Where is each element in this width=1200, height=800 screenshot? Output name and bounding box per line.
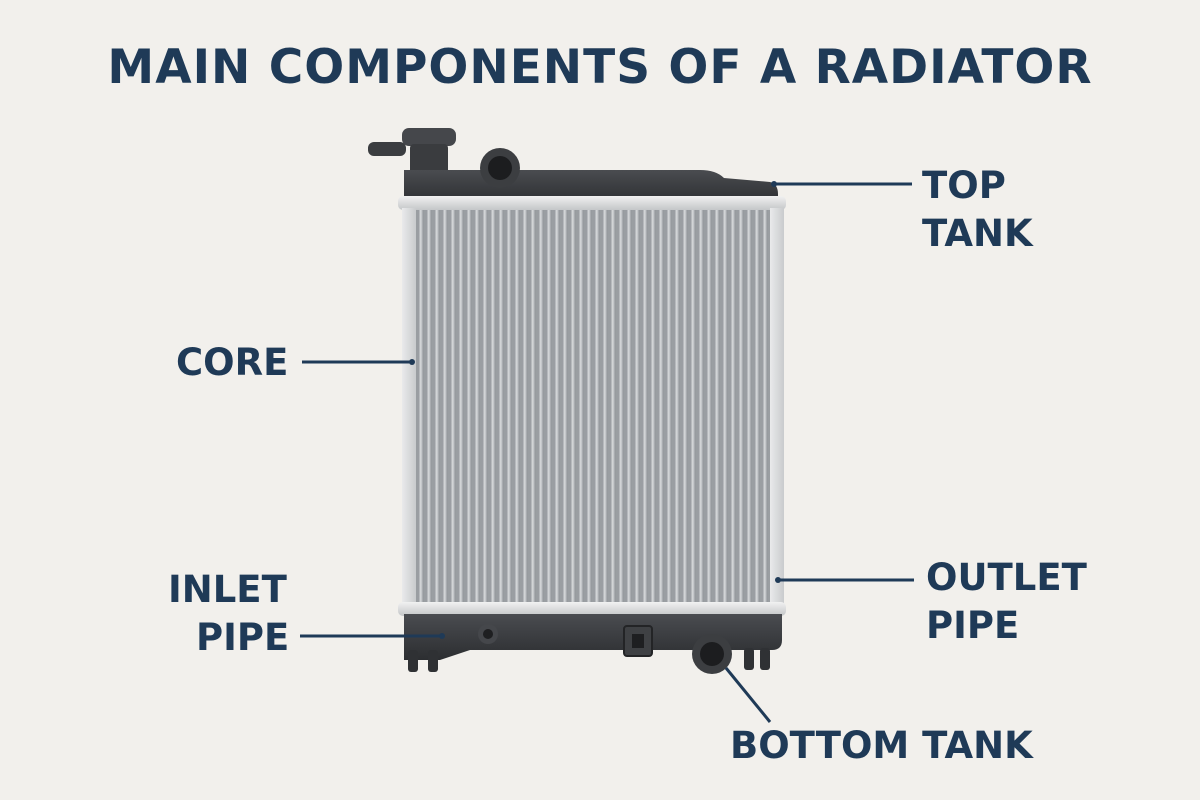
label-core-line1: CORE: [176, 341, 289, 384]
top-rail: [398, 196, 786, 210]
label-core: CORE: [176, 339, 288, 387]
core-fin: [474, 210, 480, 604]
bottom-bracket: [623, 625, 653, 657]
core-fin: [514, 210, 520, 604]
right-side-plate: [770, 208, 784, 604]
core-fin: [610, 210, 616, 604]
diagram-title: MAIN COMPONENTS OF A RADIATOR: [107, 40, 1093, 95]
core-fin: [690, 210, 696, 604]
bottom-tank: [404, 614, 782, 660]
core-fin: [506, 210, 512, 604]
label-inlet-pipe-line1: INLET: [168, 568, 287, 611]
label-outlet-pipe: OUTLET PIPE: [926, 554, 1087, 650]
label-outlet-pipe-line1: OUTLET: [926, 556, 1087, 599]
core-fins: [418, 210, 768, 604]
core-fin: [442, 210, 448, 604]
core-fin: [722, 210, 728, 604]
core-fin: [762, 210, 768, 604]
core-fin: [618, 210, 624, 604]
core-fin: [738, 210, 744, 604]
core-fin: [426, 210, 432, 604]
core-fin: [698, 210, 704, 604]
bottom-legs: [408, 648, 770, 672]
core-fin: [626, 210, 632, 604]
core-fin: [418, 210, 424, 604]
core-fin: [706, 210, 712, 604]
bottom-tank-leader: [724, 667, 772, 723]
leader-endpoints: [409, 181, 781, 639]
core-fin: [490, 210, 496, 604]
top-inlet-neck: [480, 148, 520, 188]
label-bottom-tank: BOTTOM TANK: [730, 722, 1033, 770]
core-fin: [682, 210, 688, 604]
core-fin: [498, 210, 504, 604]
core-fin: [562, 210, 568, 604]
core-fin: [482, 210, 488, 604]
core-fin: [650, 210, 656, 604]
core-fin: [538, 210, 544, 604]
core-fin: [546, 210, 552, 604]
bottom-rail: [398, 602, 786, 616]
outlet-pipe-neck: [692, 634, 732, 674]
core-fin: [634, 210, 640, 604]
core-fin: [642, 210, 648, 604]
core-fin: [746, 210, 752, 604]
label-bottom-tank-line1: BOTTOM TANK: [730, 724, 1033, 767]
leader-lines: [300, 182, 914, 723]
label-inlet-pipe: INLET PIPE: [168, 566, 289, 662]
core-fin: [466, 210, 472, 604]
left-side-plate: [402, 208, 416, 604]
core-fin: [578, 210, 584, 604]
core-fin: [674, 210, 680, 604]
core-fin: [714, 210, 720, 604]
core-fin: [530, 210, 536, 604]
label-outlet-pipe-line2: PIPE: [926, 604, 1020, 647]
label-inlet-pipe-line2: PIPE: [196, 616, 290, 659]
core-fin: [450, 210, 456, 604]
label-top-tank-line2: TANK: [922, 212, 1033, 255]
label-top-tank-line1: TOP: [922, 164, 1006, 207]
core-fin: [666, 210, 672, 604]
core-fin: [602, 210, 608, 604]
core-fin: [730, 210, 736, 604]
filler-cap: [368, 128, 456, 178]
core-fin: [554, 210, 560, 604]
label-top-tank: TOP TANK: [922, 162, 1033, 258]
core-fin: [658, 210, 664, 604]
core-fin: [586, 210, 592, 604]
core-fin: [522, 210, 528, 604]
core-fin: [434, 210, 440, 604]
bottom-drain-plug: [478, 624, 498, 644]
core-fin: [458, 210, 464, 604]
core-fin: [570, 210, 576, 604]
core-fin: [754, 210, 760, 604]
core-fin: [594, 210, 600, 604]
